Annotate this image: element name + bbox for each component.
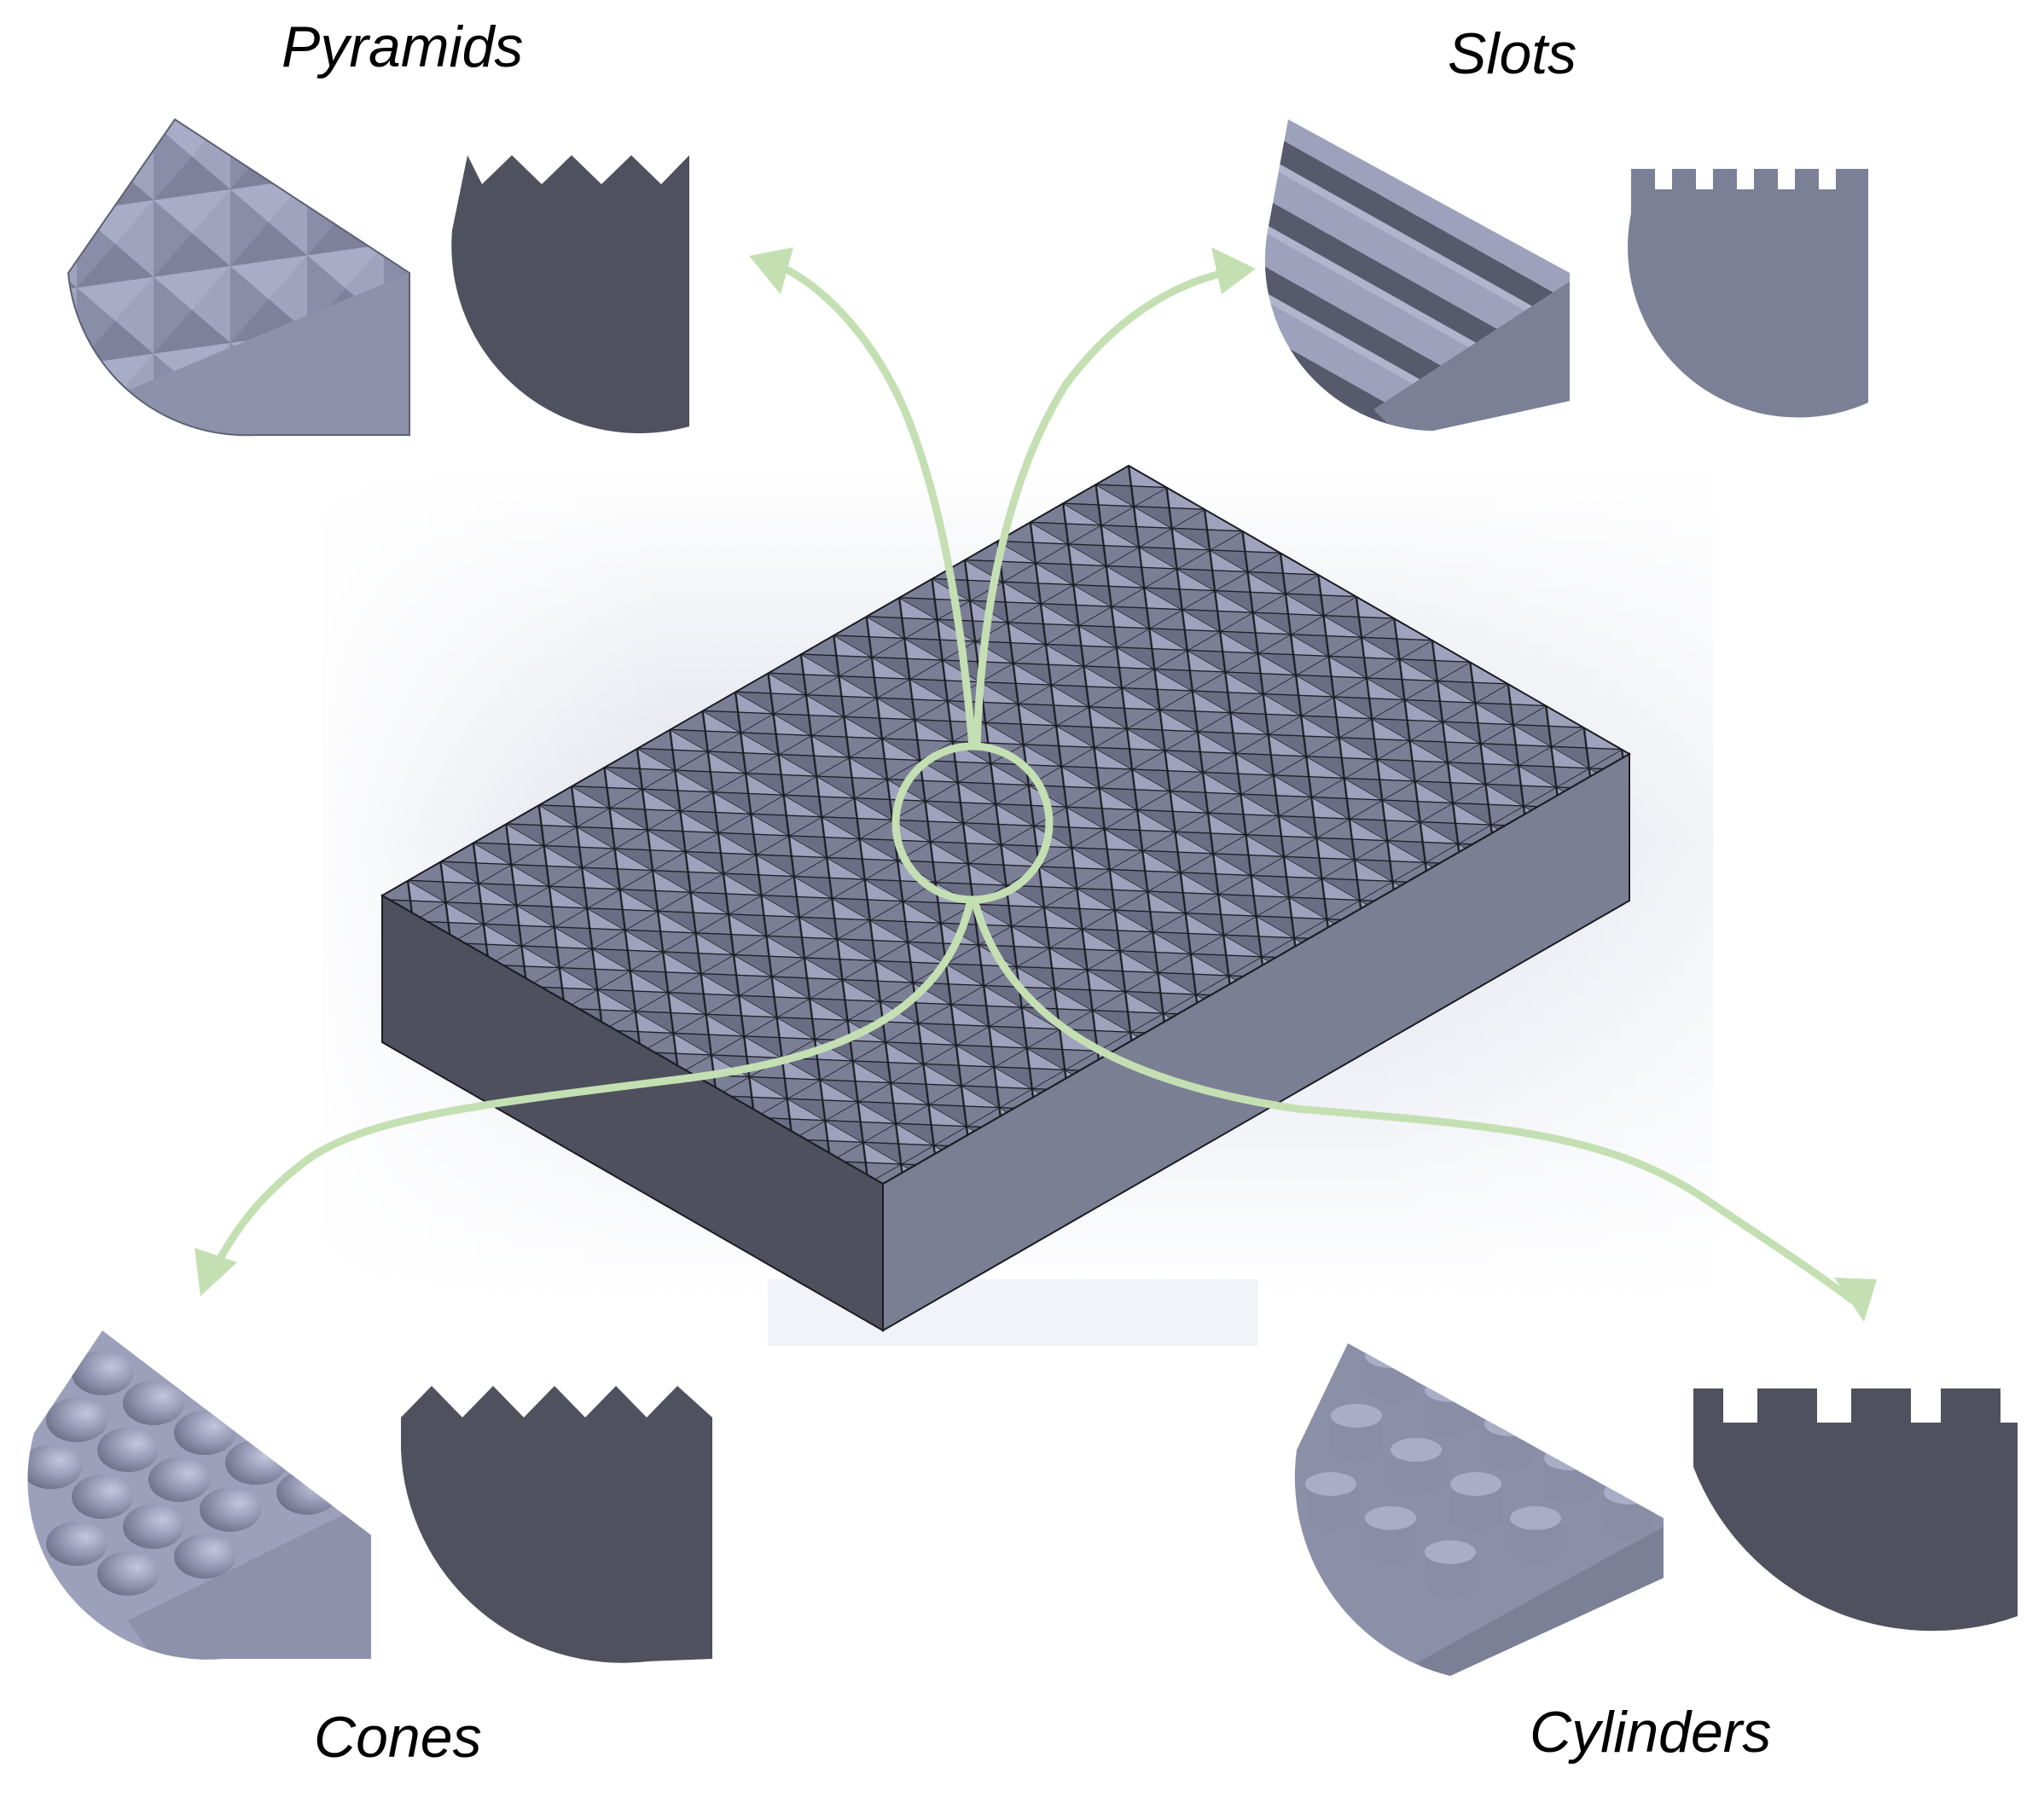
textured-block (380, 464, 1632, 1332)
label-slots: Slots (1448, 21, 1577, 86)
cylinders-detail (1294, 1343, 2018, 1676)
arrow-to-pyramids (768, 258, 977, 751)
arrowhead-slots (1211, 247, 1256, 294)
arrowheads (195, 247, 1877, 1322)
pyramids-profile (451, 155, 689, 433)
cylinder-row (1305, 1472, 1476, 1598)
slots-profile (1628, 169, 1868, 418)
label-cylinders: Cylinders (1530, 1700, 1772, 1765)
label-pyramids: Pyramids (282, 14, 524, 79)
arrow-to-cones (205, 896, 975, 1284)
cones-detail (27, 1330, 712, 1663)
cylinder-row (1331, 1404, 1561, 1564)
arrowhead-pyramids (749, 247, 793, 294)
arrow-to-slots (973, 267, 1237, 751)
arrow-to-cylinders (970, 896, 1857, 1305)
cones-profile (401, 1386, 712, 1663)
arrow-group (205, 258, 1857, 1305)
arrowhead-cones (195, 1248, 237, 1296)
cylinders-profile (1693, 1388, 2018, 1632)
label-cones: Cones (314, 1705, 482, 1770)
arrowhead-cylinders (1834, 1278, 1877, 1322)
